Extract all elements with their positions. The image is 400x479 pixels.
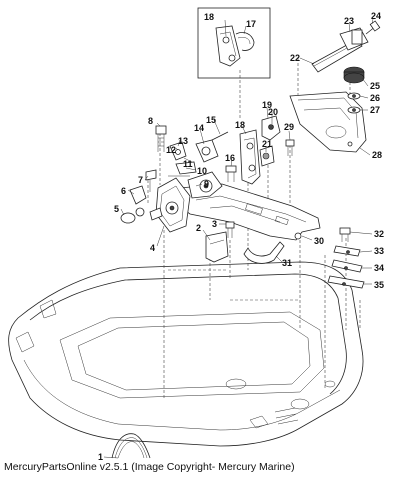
part-label-9: 9 [204, 179, 209, 189]
part-label-3: 3 [212, 219, 217, 229]
part-label-28: 28 [372, 150, 382, 160]
part-label-6: 6 [121, 186, 126, 196]
pivot-bracket-drawing [259, 115, 281, 167]
part-label-13: 13 [178, 136, 188, 146]
part-label-34: 34 [374, 263, 384, 273]
link-rod-drawing [195, 131, 229, 163]
part-label-15: 15 [206, 115, 216, 125]
part-label-29: 29 [284, 122, 294, 132]
part-label-23: 23 [344, 16, 354, 26]
part-label-21: 21 [262, 139, 272, 149]
part-label-31: 31 [282, 258, 292, 268]
part-label-17: 17 [246, 19, 256, 29]
part-label-7: 7 [138, 175, 143, 185]
part-label-5: 5 [114, 204, 119, 214]
part-label-27: 27 [370, 105, 380, 115]
part-label-10: 10 [197, 166, 207, 176]
part-label-22: 22 [290, 53, 300, 63]
part-label-20: 20 [268, 107, 278, 117]
part-label-19: 19 [262, 100, 272, 110]
part-label-14: 14 [194, 123, 204, 133]
cable-clip-drawing [243, 241, 285, 264]
part-label-30: 30 [314, 236, 324, 246]
assembly-lines [147, 58, 361, 400]
part-label-1: 1 [98, 452, 103, 462]
part-label-18-inset: 18 [204, 12, 214, 22]
part-label-26: 26 [370, 93, 380, 103]
right-hardware-drawing [327, 227, 365, 289]
part-label-32: 32 [374, 229, 384, 239]
part-label-2: 2 [196, 223, 201, 233]
part-label-24: 24 [371, 11, 381, 21]
left-hardware-drawing [120, 125, 167, 224]
part-label-33: 33 [374, 246, 384, 256]
throttle-cam-drawing [149, 177, 191, 233]
seal-strip-drawing [111, 433, 151, 459]
cover-plate-drawing [289, 91, 367, 153]
throttle-shaft-drawing [311, 20, 381, 73]
part-label-8: 8 [148, 116, 153, 126]
inset-arm-drawing [215, 25, 255, 67]
part-label-25: 25 [370, 81, 380, 91]
inset-box [197, 7, 271, 79]
bracket-2-drawing [205, 231, 229, 263]
part-label-16: 16 [225, 153, 235, 163]
part-label-18: 18 [235, 120, 245, 130]
part-label-4: 4 [150, 243, 155, 253]
knob-drawing [343, 66, 365, 114]
screw-3-drawing [225, 221, 235, 238]
part-label-12: 12 [166, 145, 176, 155]
part-label-11: 11 [183, 159, 193, 169]
bottom-cowl-drawing [8, 261, 364, 447]
screw-16-drawing [225, 165, 237, 182]
part-label-35: 35 [374, 280, 384, 290]
throttle-linkage-plate-drawing [175, 183, 321, 241]
leader-lines [103, 18, 374, 459]
shift-arm-drawing [239, 129, 261, 185]
shift-bracket-drawing [187, 171, 223, 199]
copyright-caption: MercuryPartsOnline v2.5.1 (Image Copyrig… [4, 461, 295, 473]
